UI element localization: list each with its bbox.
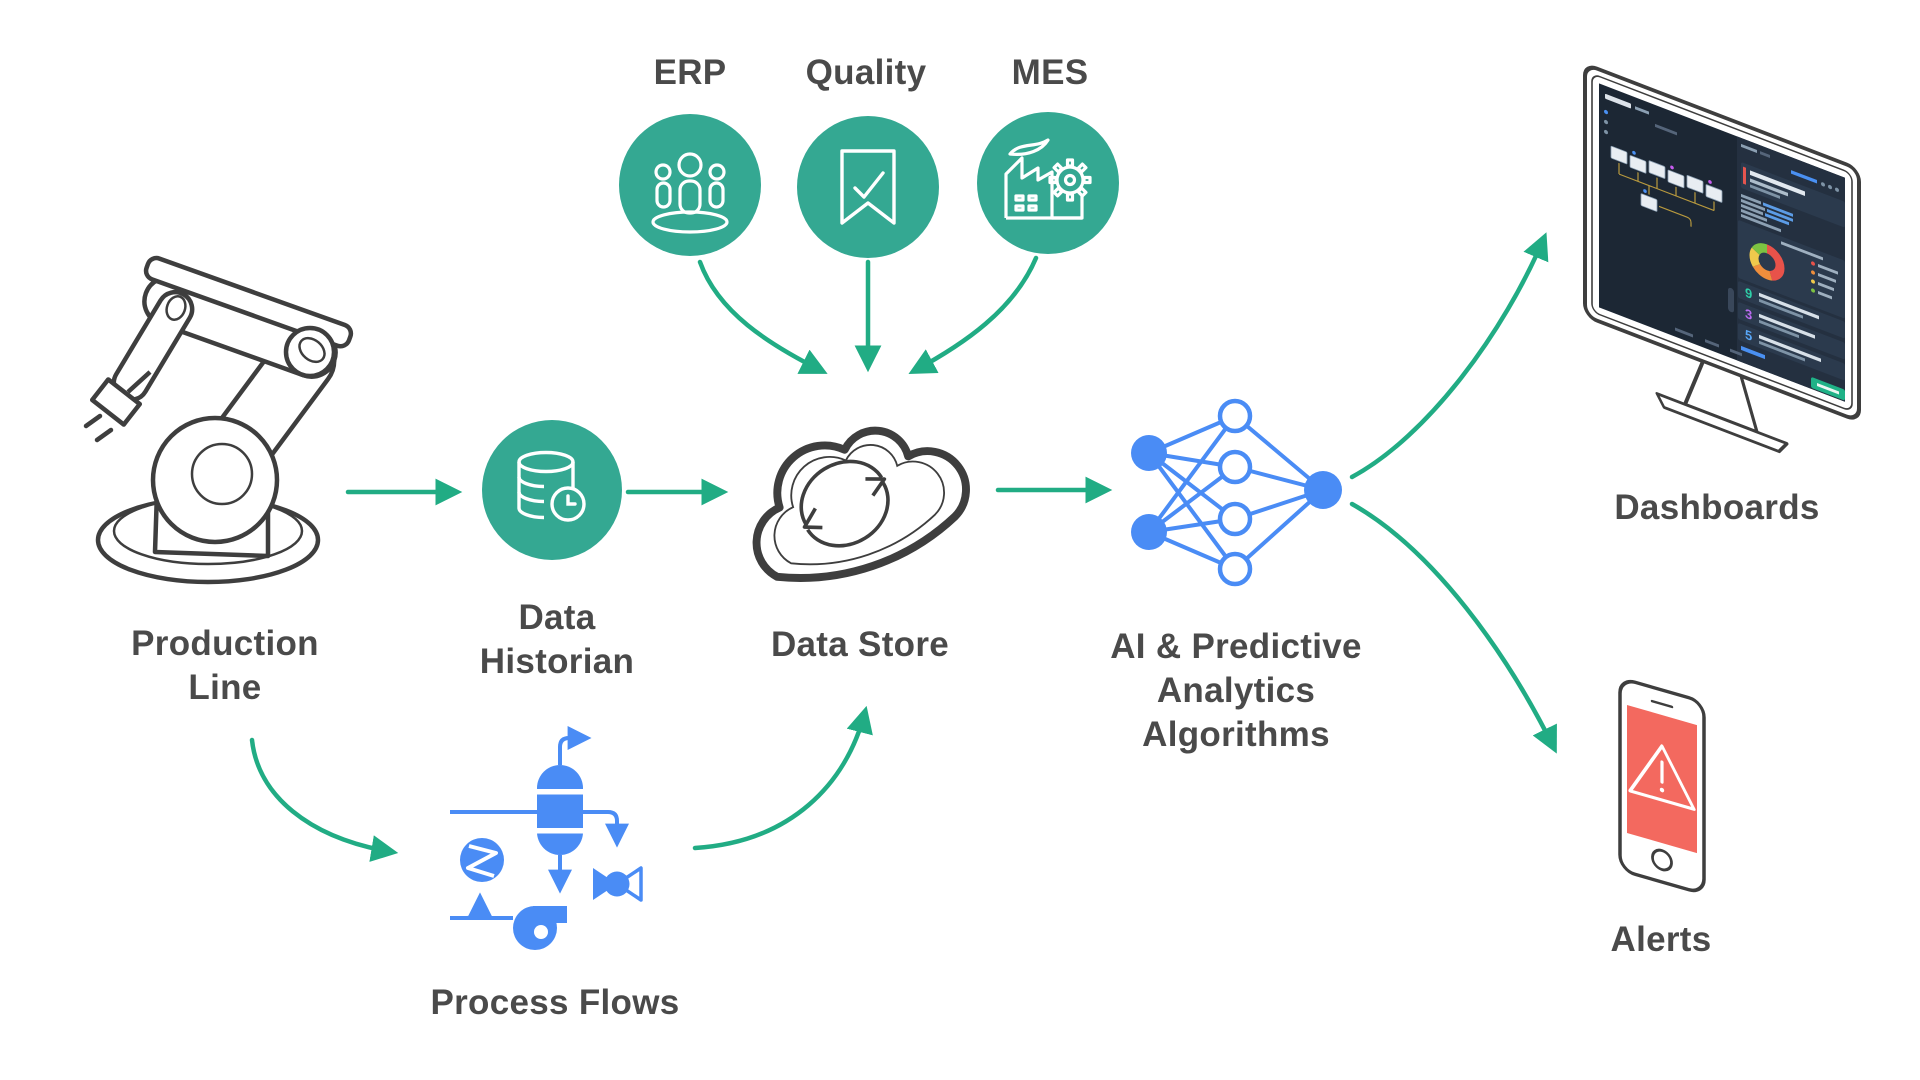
donut-legend — [1811, 261, 1838, 300]
row-count-1: 9 — [1745, 285, 1752, 302]
phone-alert-icon — [1618, 679, 1706, 893]
row-count-2: 3 — [1745, 306, 1752, 323]
valve-symbol — [593, 866, 643, 902]
screen-action-button — [1811, 377, 1845, 401]
robot-arm-icon — [83, 255, 354, 585]
label-data-store: Data Store — [770, 625, 950, 664]
database-clock-icon — [517, 450, 586, 522]
pump-symbol — [513, 906, 567, 950]
cloud-sync-icon — [752, 426, 970, 582]
label-data-historian: Data Historian — [479, 598, 635, 682]
label-production-line: Production Line — [131, 624, 319, 708]
warning-triangle-icon — [1628, 744, 1696, 811]
monitor-dashboard-icon: 9 3 5 — [1583, 65, 1861, 454]
heat-exchanger-symbol — [460, 838, 504, 882]
label-dashboards: Dashboards — [1614, 488, 1820, 527]
quality-node — [797, 116, 939, 258]
arrow-erp-to-data-store — [697, 259, 828, 374]
data-historian-node — [482, 420, 622, 560]
dashboard-screen: 9 3 5 — [1599, 83, 1845, 402]
label-ai-analytics: AI & Predictive Analytics Algorithms — [1110, 627, 1362, 755]
row-count-3: 5 — [1745, 327, 1753, 344]
arrow-ai-to-dashboards — [1349, 232, 1549, 480]
flow-thumbnails — [1610, 145, 1723, 227]
arrow-mes-to-data-store — [908, 255, 1039, 374]
arrow-processflows-to-datastore — [692, 705, 873, 851]
insight-rows: 9 3 5 — [1738, 281, 1845, 381]
label-alerts: Alerts — [1610, 920, 1712, 959]
label-quality: Quality — [805, 53, 927, 92]
source-circles — [619, 112, 1119, 258]
neural-network-icon — [1131, 398, 1342, 587]
people-group-icon — [651, 152, 729, 234]
label-erp: ERP — [653, 53, 727, 92]
bookmark-check-icon — [840, 149, 896, 225]
donut-chart — [1738, 220, 1845, 319]
arrow-production-to-processflows — [249, 737, 399, 862]
factory-gear-icon — [1004, 138, 1092, 220]
arrow-ai-to-alerts — [1349, 501, 1557, 754]
erp-node — [619, 114, 761, 256]
label-mes: MES — [1011, 53, 1089, 92]
mes-node — [977, 112, 1119, 254]
process-pid-icon — [450, 726, 643, 950]
label-process-flows: Process Flows — [430, 983, 680, 1022]
flow-arrows — [249, 232, 1557, 862]
